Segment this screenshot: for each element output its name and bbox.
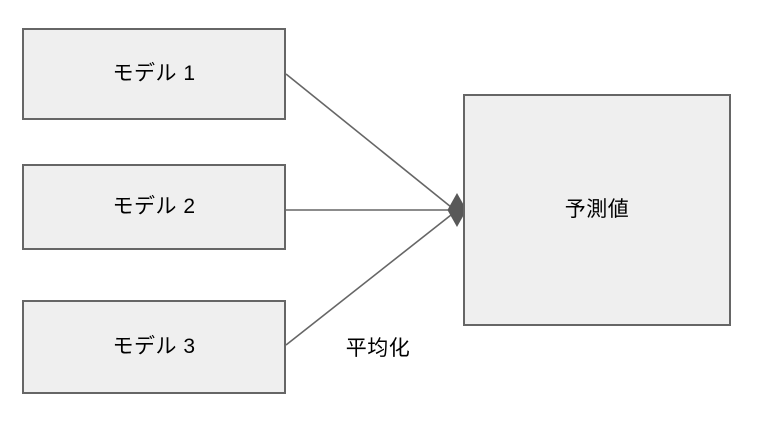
- node-prediction[interactable]: 予測値: [463, 94, 731, 326]
- node-model-2[interactable]: モデル 2: [22, 164, 286, 250]
- node-model-2-label: モデル 2: [112, 195, 196, 219]
- edge-label-averaging: 平均化: [345, 337, 411, 360]
- node-model-1[interactable]: モデル 1: [22, 28, 286, 120]
- node-prediction-label: 予測値: [564, 198, 630, 222]
- edge-model-1-to-prediction: [285, 73, 452, 208]
- node-model-3[interactable]: モデル 3: [22, 300, 286, 394]
- node-model-3-label: モデル 3: [112, 335, 196, 359]
- node-model-1-label: モデル 1: [112, 62, 196, 86]
- edge-model-3-to-prediction: [285, 214, 452, 346]
